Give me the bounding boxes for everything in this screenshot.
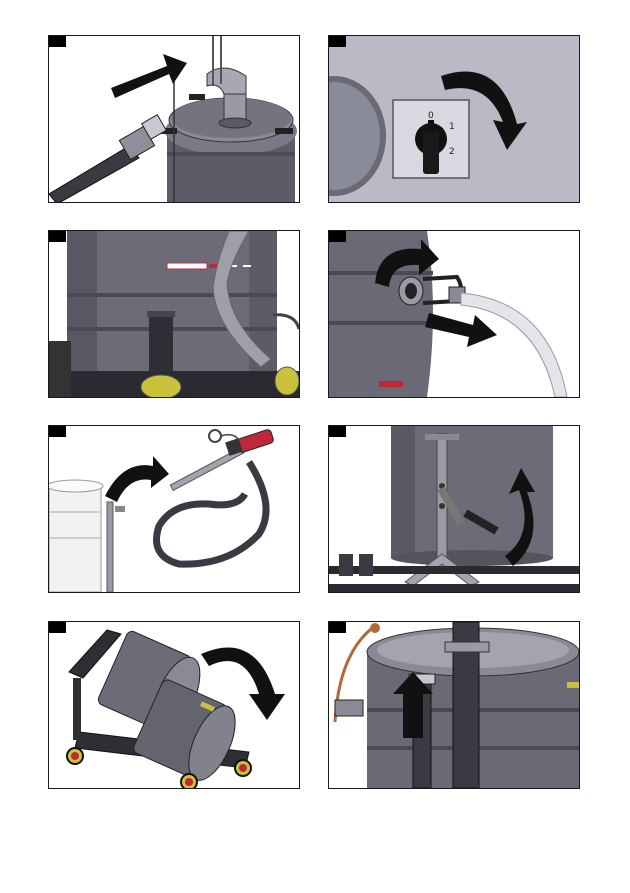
- drum-tilt-illustration: [329, 426, 579, 592]
- step-panel-8: [328, 621, 580, 789]
- step-panel-1: [48, 35, 300, 203]
- step-panel-5: [48, 425, 300, 593]
- accessory-hose-illustration: [49, 426, 299, 592]
- arrow-right-icon: [425, 313, 497, 347]
- drum-bag-illustration: [49, 231, 299, 397]
- arrow-right-icon: [111, 54, 187, 98]
- hose-clamp-illustration: [329, 231, 579, 397]
- arrow-right-icon: [105, 456, 169, 502]
- step-panel-7: [48, 621, 300, 789]
- step-marker: [49, 622, 66, 633]
- hose-connect-illustration: [329, 622, 579, 788]
- step-panel-3: [48, 230, 300, 398]
- hose-inlet-illustration: [49, 36, 299, 202]
- step-marker: [49, 231, 66, 242]
- rotary-switch-illustration: 0 1 2: [329, 36, 579, 202]
- step-marker: [329, 231, 346, 242]
- step-panel-6: [328, 425, 580, 593]
- switch-position-0: 0: [428, 111, 434, 121]
- step-panel-4: [328, 230, 580, 398]
- step-panel-2: 0 1 2: [328, 35, 580, 203]
- step-marker: [49, 36, 66, 47]
- step-marker: [329, 622, 346, 633]
- step-marker: [329, 426, 346, 437]
- switch-position-1: 1: [449, 122, 455, 132]
- trolley-tip-illustration: [49, 622, 299, 788]
- step-marker: [329, 36, 346, 47]
- switch-position-2: 2: [449, 147, 455, 157]
- step-marker: [49, 426, 66, 437]
